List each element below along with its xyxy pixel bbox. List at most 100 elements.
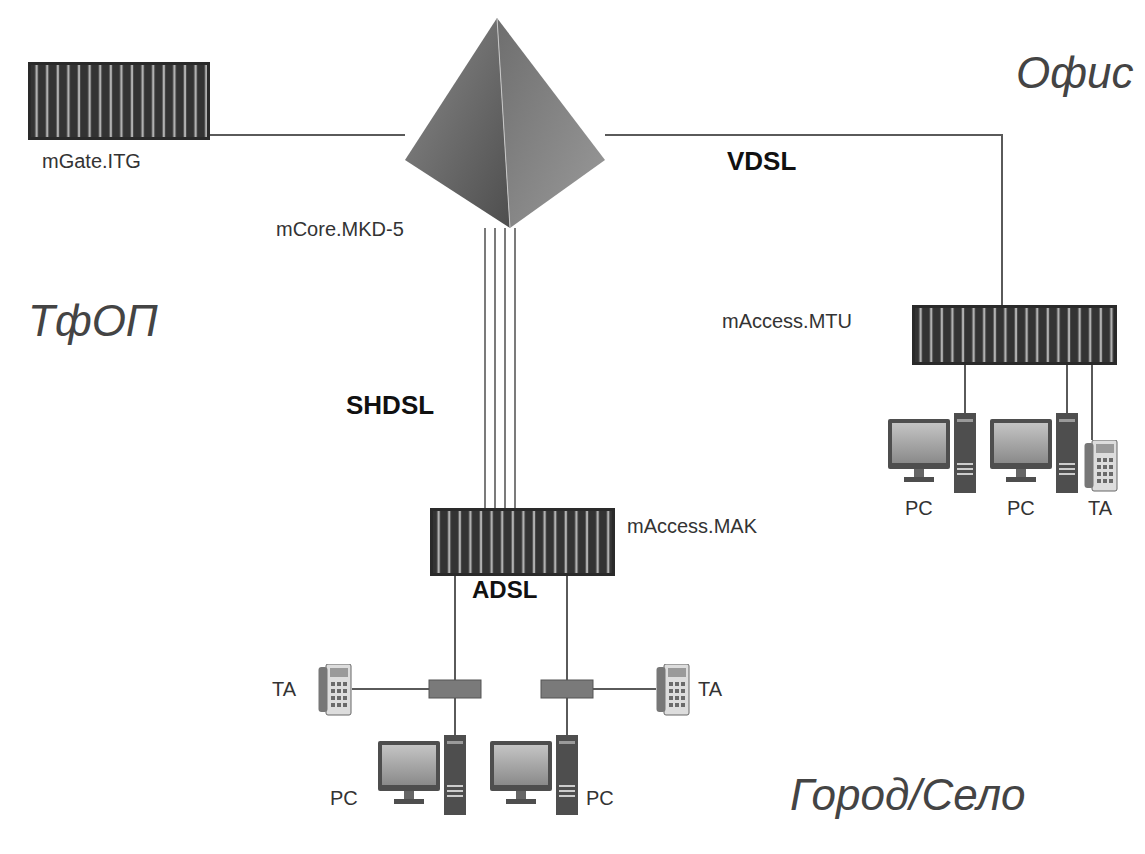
drive xyxy=(559,741,575,744)
key xyxy=(675,689,679,693)
phone-display xyxy=(668,668,686,677)
handset xyxy=(319,667,328,712)
key xyxy=(1097,479,1101,483)
vent xyxy=(957,463,973,465)
key xyxy=(681,703,685,707)
rack-icon xyxy=(912,305,1117,365)
pc-icon xyxy=(888,413,978,493)
connector xyxy=(605,135,1002,305)
monitor xyxy=(990,419,1052,469)
text-slot: PC xyxy=(905,497,933,520)
rack-slots xyxy=(915,308,1114,362)
vent xyxy=(1059,463,1075,465)
link-label: SHDSL xyxy=(346,390,434,421)
pc-icon xyxy=(990,413,1080,493)
access-unit: mAccess.MAK xyxy=(430,508,615,576)
connector xyxy=(566,576,568,735)
monitor xyxy=(490,741,552,791)
pc-icon xyxy=(490,735,580,815)
connector xyxy=(964,365,966,413)
key xyxy=(1097,472,1101,476)
device-name: PC xyxy=(905,497,933,520)
computer: PC xyxy=(888,413,978,493)
key xyxy=(343,682,347,686)
computer: PC xyxy=(990,413,1080,493)
rack-body xyxy=(28,62,210,140)
vent xyxy=(957,468,973,470)
vent xyxy=(559,785,575,787)
text-slot: Город/Село xyxy=(790,770,1026,820)
phone-icon xyxy=(656,664,690,716)
key xyxy=(331,696,335,700)
text-slot: ADSL xyxy=(472,576,537,604)
pc-icon xyxy=(378,735,468,815)
splitter xyxy=(541,680,593,698)
device-name: TA xyxy=(1088,497,1112,520)
key xyxy=(337,696,341,700)
text-slot: TA xyxy=(1088,497,1112,520)
key xyxy=(1103,479,1107,483)
access-unit: mAccess.MTU xyxy=(912,305,1117,365)
key xyxy=(669,689,673,693)
region-ellipse xyxy=(585,0,1145,570)
region-area: ОфисmAccess.MTUPCPCTA xyxy=(585,0,1145,570)
key xyxy=(675,696,679,700)
monitor xyxy=(378,741,440,791)
connector xyxy=(454,576,456,735)
key xyxy=(343,696,347,700)
key xyxy=(675,703,679,707)
key xyxy=(669,703,673,707)
vent xyxy=(447,785,463,787)
phone-icon xyxy=(318,664,352,716)
device-name: mCore.MKD-5 xyxy=(276,218,404,241)
key xyxy=(337,703,341,707)
screen xyxy=(382,745,436,785)
key xyxy=(1109,458,1113,462)
key xyxy=(331,703,335,707)
key xyxy=(1097,458,1101,462)
drive xyxy=(1059,419,1075,422)
device-name: mAccess.MAK xyxy=(627,515,757,538)
stand xyxy=(914,469,924,477)
key xyxy=(681,696,685,700)
connector xyxy=(352,576,455,689)
stand xyxy=(404,791,414,799)
region-name: ТфОП xyxy=(28,296,158,346)
rack-body xyxy=(430,508,615,576)
key xyxy=(331,682,335,686)
screen xyxy=(892,423,946,463)
key xyxy=(1109,465,1113,469)
key xyxy=(1109,479,1113,483)
tower xyxy=(954,413,976,493)
key xyxy=(1097,465,1101,469)
drive xyxy=(447,741,463,744)
phone-body xyxy=(664,664,689,715)
handset xyxy=(1085,443,1094,488)
text-slot: VDSL xyxy=(727,146,796,177)
connector xyxy=(1091,365,1093,440)
core-switch: mCore.MKD-5 xyxy=(405,18,605,228)
key xyxy=(331,689,335,693)
monitor xyxy=(888,419,950,469)
device-name: mAccess.MTU xyxy=(722,310,852,333)
screen xyxy=(994,423,1048,463)
device-name: mGate.ITG xyxy=(42,150,141,173)
pyramid-icon xyxy=(405,18,605,228)
region-ellipse xyxy=(160,450,1060,854)
key xyxy=(337,682,341,686)
key xyxy=(669,696,673,700)
connector xyxy=(1066,365,1068,413)
rack-icon xyxy=(430,508,615,576)
connector xyxy=(210,134,405,136)
stand-base xyxy=(506,799,536,804)
key xyxy=(337,689,341,693)
text-slot: Офис xyxy=(1016,48,1133,98)
text-slot: mCore.MKD-5 xyxy=(276,218,404,241)
phone-body xyxy=(326,664,351,715)
region-ellipse xyxy=(0,0,320,545)
telephone: TA xyxy=(656,664,690,716)
computer: PC xyxy=(490,735,580,815)
connector-line xyxy=(494,228,496,508)
key xyxy=(1109,472,1113,476)
